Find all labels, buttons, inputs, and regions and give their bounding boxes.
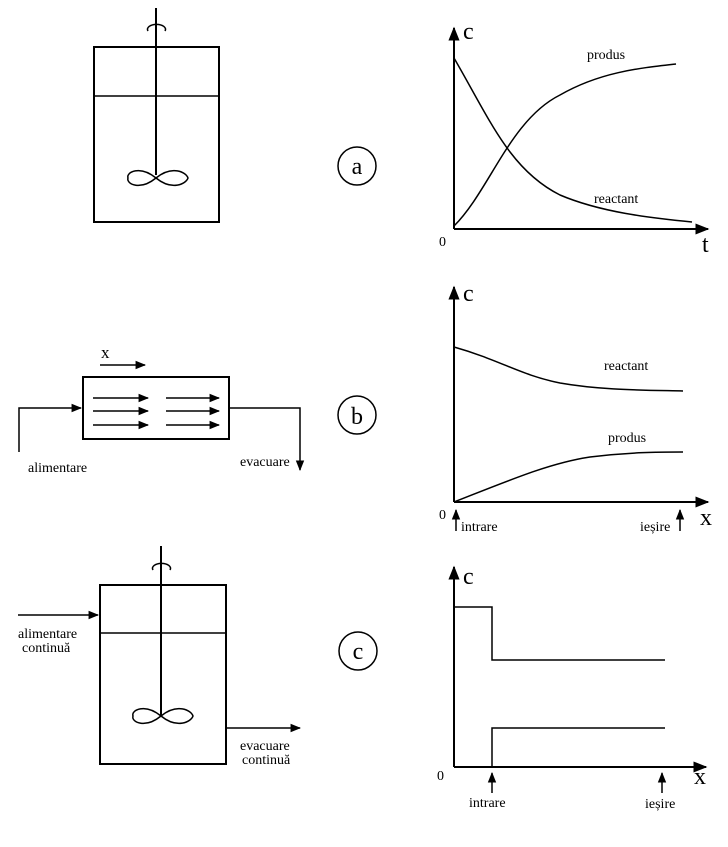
x-axis-label: t [702, 232, 709, 258]
chart-a: c t 0 produs reactant [439, 19, 710, 258]
outlet-arrow [229, 407, 305, 472]
x-axis-label: x [694, 764, 706, 790]
outlet-label-2: continuă [242, 753, 291, 768]
y-axis-label: c [463, 281, 474, 307]
batch-reactor [93, 8, 220, 223]
reactant-label: reactant [594, 192, 638, 207]
reactant-step [454, 606, 665, 661]
origin-label: 0 [437, 769, 444, 784]
rotation-icon [151, 562, 172, 571]
svg-text:c: c [353, 639, 364, 665]
y-axis-label: c [463, 19, 474, 45]
outlet-marker-label: ieșire [640, 520, 670, 535]
label-c: c [338, 631, 378, 671]
rotation-icon [146, 23, 167, 32]
label-b: b [337, 395, 377, 435]
product-curve [453, 63, 677, 227]
inlet-arrow [18, 403, 83, 452]
reactant-curve [453, 346, 684, 392]
impeller-icon [132, 707, 194, 725]
x-axis-label: x [700, 505, 712, 531]
product-label: produs [608, 431, 646, 446]
inlet-label-1: alimentare [18, 627, 77, 642]
outlet-marker-label: ieșire [645, 797, 675, 812]
product-label: produs [587, 48, 625, 63]
plug-flow-reactor: x alimentare evacuare [18, 343, 305, 476]
origin-label: 0 [439, 235, 446, 250]
y-axis-label: c [463, 564, 474, 590]
inlet-marker-label: intrare [461, 520, 498, 535]
product-curve [453, 451, 684, 503]
reactant-curve [453, 57, 693, 223]
svg-text:a: a [352, 154, 363, 180]
product-step [491, 727, 665, 767]
tank-body [99, 584, 227, 765]
impeller-icon [127, 169, 189, 187]
inlet-marker-label: intrare [469, 796, 506, 811]
tube-body [82, 376, 230, 440]
svg-text:b: b [351, 404, 363, 430]
continuous-stirred-reactor: alimentare continuă evacuare continuă [18, 546, 302, 768]
chart-c: c x 0 intrare ieșire [437, 564, 708, 812]
chart-b: c x 0 reactant produs intrare ieșire [439, 281, 712, 535]
direction-label: x [101, 343, 110, 362]
label-a: a [337, 146, 377, 186]
outlet-label-1: evacuare [240, 739, 290, 754]
reactant-label: reactant [604, 359, 648, 374]
outlet-label: evacuare [240, 455, 290, 470]
origin-label: 0 [439, 508, 446, 523]
inlet-label-2: continuă [22, 641, 71, 656]
inlet-label: alimentare [28, 461, 87, 476]
